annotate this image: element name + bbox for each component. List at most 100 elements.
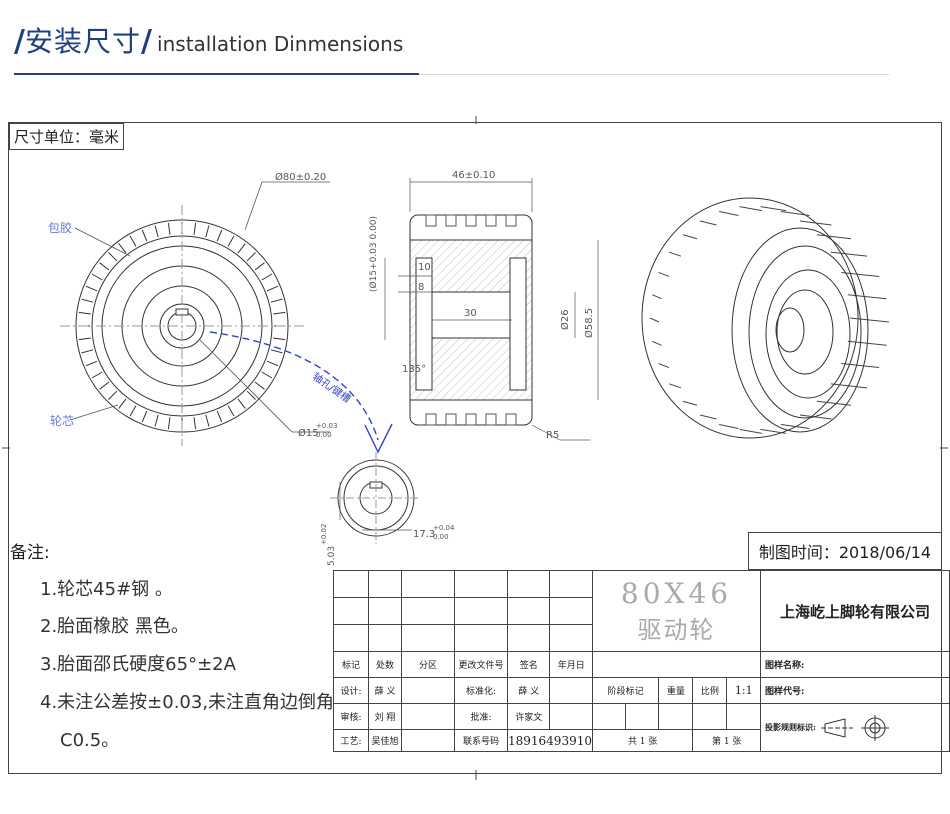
tread-tooth — [99, 381, 110, 390]
note-1: 1.轮芯45#钢 。 — [40, 579, 173, 600]
iso-tread-slot — [847, 340, 887, 346]
tread-tooth — [85, 285, 98, 292]
key503-tol-up: +0.02 — [320, 524, 328, 545]
tread-tooth — [118, 243, 127, 254]
note-2: 2.胎面橡胶 黑色。 — [40, 616, 189, 637]
iso-tread-slot — [739, 206, 763, 212]
tread-groove — [505, 214, 517, 227]
title-block: 80X46 驱动轮 上海屹上脚轮有限公司 标记 处数 分区 更改文件号 签名 年… — [333, 570, 950, 752]
keyhole-detail — [330, 452, 420, 544]
tread-tooth — [154, 225, 159, 238]
dim10-label: 10 — [418, 262, 431, 273]
tread-tooth — [216, 229, 223, 242]
iso-tread-slot — [760, 206, 787, 212]
tread-tooth — [129, 405, 137, 417]
iso-tread-slot — [699, 220, 717, 226]
dim8-label: 8 — [418, 282, 424, 293]
tread-tooth — [81, 298, 94, 303]
dia15-tol-low: 0.00 — [316, 431, 332, 439]
tread-tooth — [167, 222, 171, 235]
tread-tooth — [205, 225, 210, 238]
page-header: /安装尺寸/ installation Dinmensions — [14, 20, 914, 76]
iso-tread-slot — [718, 424, 739, 430]
header-title-cn: 安装尺寸 — [24, 25, 141, 58]
model-cell: 80X46 驱动轮 — [591, 570, 762, 652]
iso-tread-slot — [780, 424, 810, 430]
wheel-front-view — [60, 205, 305, 446]
tread-tooth — [108, 390, 118, 400]
dia15-tol-up: +0.03 — [316, 422, 337, 430]
tread-tooth — [270, 349, 283, 354]
tread-groove — [425, 214, 437, 227]
tread-tooth — [81, 349, 94, 354]
tread-tooth — [193, 417, 197, 430]
rubber-label: 包胶 — [48, 220, 72, 235]
tread-tooth — [261, 371, 273, 379]
tread-tooth — [237, 398, 246, 409]
iso-tread-slot — [830, 251, 868, 257]
tread-groove — [465, 413, 477, 426]
tread-tooth — [118, 398, 127, 409]
tread-tooth — [270, 298, 283, 303]
tread-tooth — [167, 417, 171, 430]
tread-tooth — [273, 311, 286, 315]
tread-groove — [445, 413, 457, 426]
tread-tooth — [246, 390, 256, 400]
tread-tooth — [254, 262, 265, 271]
header-slash-2: / — [140, 24, 152, 59]
header-divider — [419, 74, 889, 75]
tread-tooth — [108, 252, 118, 262]
iso-tread-slot — [799, 414, 832, 420]
iso-tread-slot — [668, 383, 682, 389]
iso-tread-slot — [682, 234, 698, 240]
projection-symbol-icon — [820, 714, 889, 741]
dim585-label: Ø58.5 — [583, 308, 595, 338]
frame-ticks — [2, 116, 948, 780]
key173-tol-up: +0.04 — [433, 524, 455, 532]
iso-tread-slot — [699, 414, 717, 420]
iso-tread-slot — [760, 428, 787, 434]
width46-label: 46±0.10 — [452, 170, 495, 181]
tread-tooth — [246, 252, 256, 262]
iso-tread-slot — [799, 220, 832, 226]
tread-groove — [485, 214, 497, 227]
tread-tooth — [261, 273, 273, 281]
iso-tread-slot — [816, 400, 852, 406]
dia15-vertical-label: (Ø15+0.03 0.00) — [368, 216, 379, 292]
key173-tol-low: 0.00 — [433, 533, 449, 541]
tread-tooth — [141, 410, 148, 423]
tread-tooth — [216, 410, 223, 423]
tread-tooth — [227, 405, 235, 417]
iso-tread-slot — [658, 271, 670, 277]
iso-tread-slot — [682, 400, 698, 406]
shaft-hole-label: 轴孔/键槽 — [310, 370, 353, 406]
iso-tread-slot — [651, 340, 662, 346]
tread-tooth — [99, 262, 110, 271]
tread-groove — [445, 214, 457, 227]
iso-tread-slot — [739, 428, 763, 434]
tread-tooth — [141, 229, 148, 242]
tread-groove — [425, 413, 437, 426]
tread-teeth — [78, 222, 286, 430]
iso-tread-slot — [847, 294, 887, 300]
projection-cell: 投影规则标识: — [760, 703, 950, 752]
iso-tread-slot — [649, 317, 660, 323]
tread-tooth — [129, 235, 137, 247]
dia80-label: Ø80±0.20 — [275, 171, 326, 183]
header-underline — [14, 73, 419, 75]
tread-tooth — [154, 414, 159, 427]
tread-groove — [465, 214, 477, 227]
tread-tooth — [91, 371, 103, 379]
note-4: 4.未注公差按±0.03,未注直角边倒角 — [40, 692, 335, 713]
wheel-section-view — [409, 214, 533, 426]
r5-label: R5 — [546, 430, 559, 441]
key173-label: 17.3 — [413, 529, 435, 540]
tread-groove — [485, 413, 497, 426]
notes-title: 备注: — [10, 543, 50, 563]
tread-tooth — [91, 273, 103, 281]
dim30-label: 30 — [464, 308, 477, 319]
company-cell: 上海屹上脚轮有限公司 — [760, 570, 950, 652]
tread-tooth — [266, 360, 279, 367]
shaft-hole-pointer — [209, 331, 379, 441]
